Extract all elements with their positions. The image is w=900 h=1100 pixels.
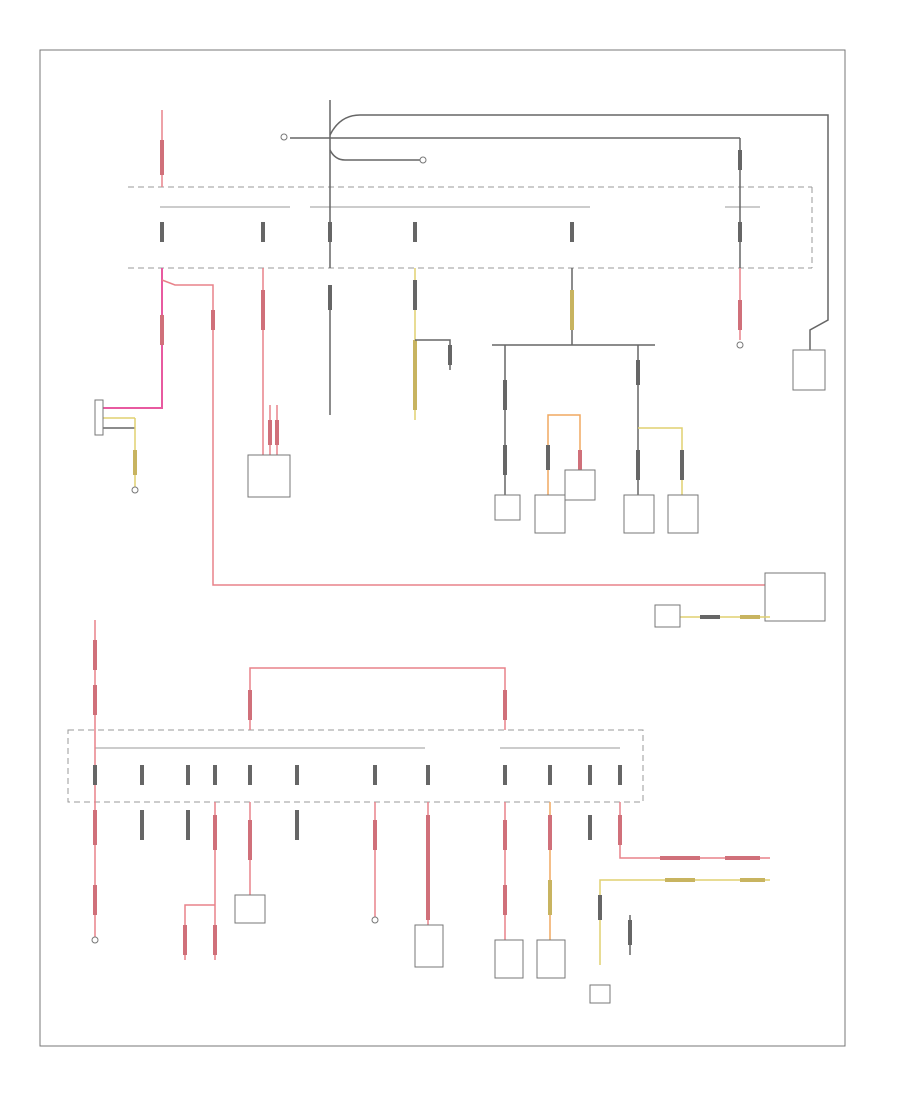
branch-fuse-6 <box>736 268 826 391</box>
lower-branches <box>91 802 770 1004</box>
module-fuse-2 <box>247 268 291 498</box>
right-connector-middle <box>654 572 826 628</box>
top-feed-wires <box>160 100 829 350</box>
branch-fuse-4 <box>413 268 452 420</box>
lower-fuse-box <box>67 667 644 803</box>
top-fuses <box>160 222 742 242</box>
branch-fuse-5 <box>492 268 699 534</box>
top-fuse-box <box>128 186 813 269</box>
pink-harness <box>94 268 770 586</box>
diagram-border <box>39 49 846 1047</box>
lower-fuses <box>93 765 622 785</box>
